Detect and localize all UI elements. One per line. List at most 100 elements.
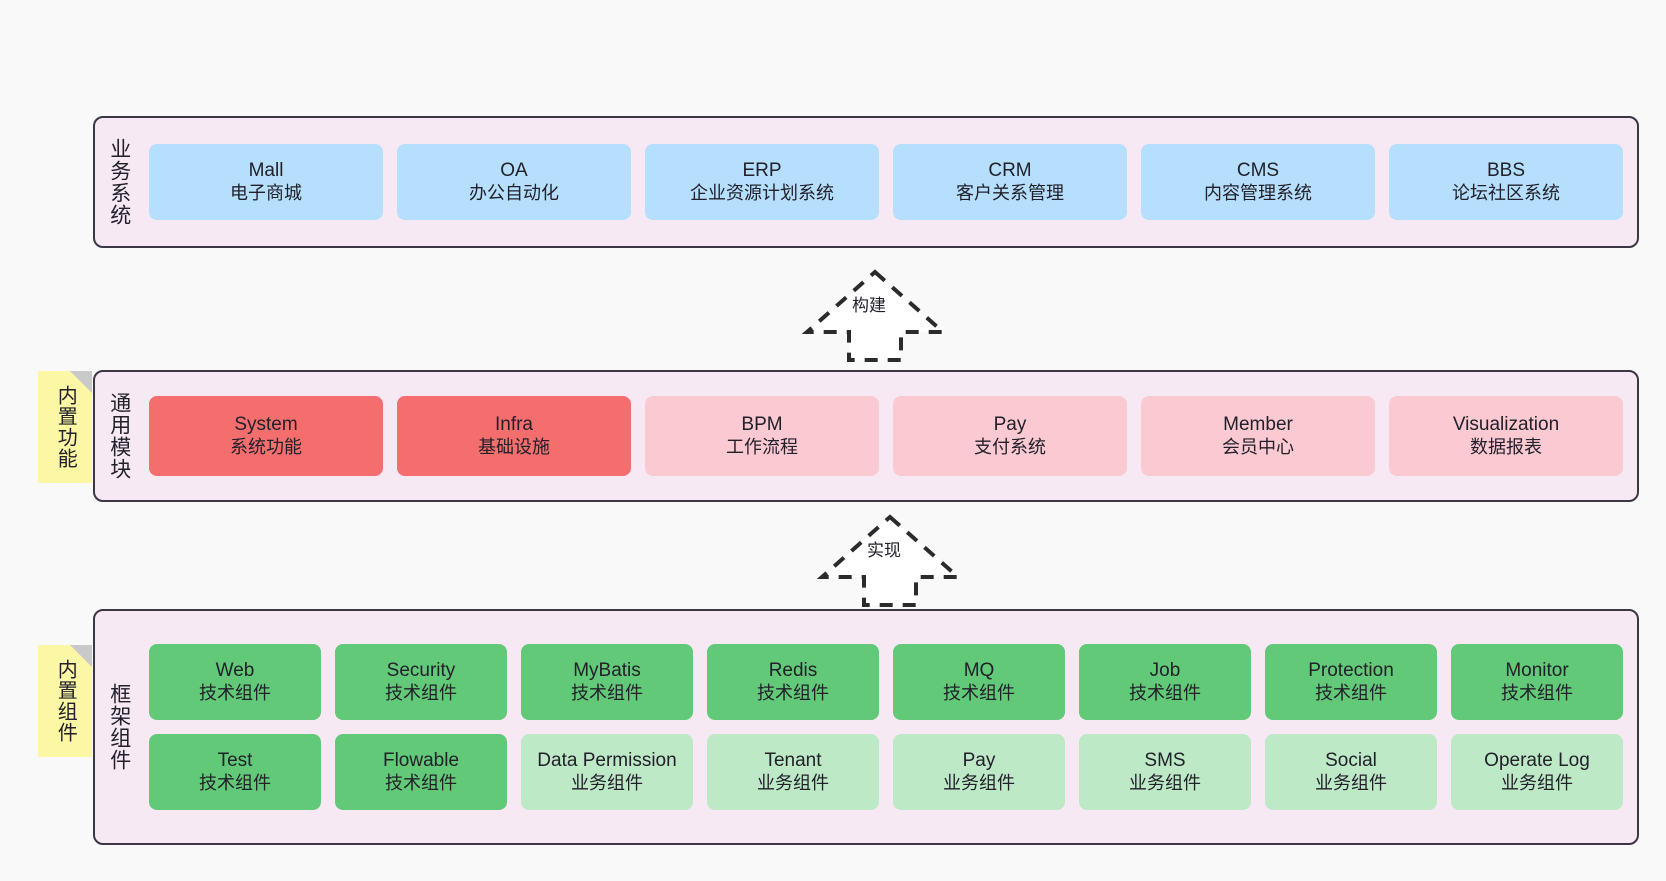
- framework-box-flowable[interactable]: Flowable 技术组件: [335, 734, 507, 810]
- box-en-label: Redis: [768, 660, 818, 682]
- business-box-oa[interactable]: OA 办公自动化: [397, 144, 631, 220]
- framework-box-social[interactable]: Social 业务组件: [1265, 734, 1437, 810]
- connector-build-label: 构建: [852, 296, 886, 315]
- box-en-label: Infra: [494, 414, 534, 436]
- layer-business-system: 业务系统 Mall 电子商城 OA 办公自动化 ERP 企业资源计划系统 CRM…: [93, 116, 1639, 248]
- box-en-label: Social: [1325, 750, 1377, 772]
- box-en-label: CRM: [988, 160, 1032, 182]
- framework-box-test[interactable]: Test 技术组件: [149, 734, 321, 810]
- business-box-erp[interactable]: ERP 企业资源计划系统: [645, 144, 879, 220]
- box-en-label: System: [234, 414, 298, 436]
- box-en-label: ERP: [742, 160, 782, 182]
- box-en-label: MQ: [963, 660, 995, 682]
- framework-box-redis[interactable]: Redis 技术组件: [707, 644, 879, 720]
- module-box-row: System 系统功能 Infra 基础设施 BPM 工作流程 Pay 支付系统…: [149, 396, 1623, 476]
- note-fold-icon: [70, 645, 92, 667]
- business-box-cms[interactable]: CMS 内容管理系统: [1141, 144, 1375, 220]
- box-en-label: Flowable: [382, 750, 460, 772]
- module-box-system[interactable]: System 系统功能: [149, 396, 383, 476]
- box-en-label: MyBatis: [573, 660, 641, 682]
- box-cn-label: 业务组件: [1129, 772, 1201, 793]
- layer-business-system-body: Mall 电子商城 OA 办公自动化 ERP 企业资源计划系统 CRM 客户关系…: [143, 118, 1637, 246]
- note-builtin-function: 内置功能: [38, 371, 92, 483]
- box-cn-label: 业务组件: [757, 772, 829, 793]
- box-en-label: Web: [215, 660, 255, 682]
- box-en-label: BPM: [741, 414, 783, 436]
- box-en-label: Member: [1223, 414, 1293, 436]
- framework-box-job[interactable]: Job 技术组件: [1079, 644, 1251, 720]
- box-en-label: Mall: [248, 160, 284, 182]
- box-cn-label: 数据报表: [1470, 436, 1542, 457]
- box-cn-label: 业务组件: [1501, 772, 1573, 793]
- framework-box-mq[interactable]: MQ 技术组件: [893, 644, 1065, 720]
- connector-build-arrow-icon: [800, 268, 950, 362]
- note-builtin-function-label: 内置功能: [54, 385, 77, 469]
- box-en-label: Job: [1149, 660, 1181, 682]
- layer-framework-components: 框架组件 Web 技术组件 Security 技术组件 MyBatis 技术组件…: [93, 609, 1639, 845]
- box-cn-label: 客户关系管理: [956, 182, 1064, 203]
- framework-box-operate-log[interactable]: Operate Log 业务组件: [1451, 734, 1623, 810]
- box-en-label: BBS: [1486, 160, 1526, 182]
- box-en-label: CMS: [1236, 160, 1280, 182]
- box-en-label: OA: [500, 160, 528, 182]
- framework-box-row-business: Test 技术组件 Flowable 技术组件 Data Permission …: [149, 734, 1623, 810]
- module-box-pay[interactable]: Pay 支付系统: [893, 396, 1127, 476]
- framework-box-security[interactable]: Security 技术组件: [335, 644, 507, 720]
- framework-box-pay[interactable]: Pay 业务组件: [893, 734, 1065, 810]
- module-box-visualization[interactable]: Visualization 数据报表: [1389, 396, 1623, 476]
- framework-box-row-tech: Web 技术组件 Security 技术组件 MyBatis 技术组件 Redi…: [149, 644, 1623, 720]
- box-cn-label: 技术组件: [1501, 682, 1573, 703]
- box-en-label: Monitor: [1505, 660, 1569, 682]
- module-box-bpm[interactable]: BPM 工作流程: [645, 396, 879, 476]
- box-cn-label: 办公自动化: [469, 182, 559, 203]
- layer-framework-components-title: 框架组件: [107, 683, 131, 771]
- box-en-label: Operate Log: [1484, 750, 1590, 772]
- box-cn-label: 企业资源计划系统: [690, 182, 834, 203]
- box-en-label: Tenant: [764, 750, 822, 772]
- connector-implement-label: 实现: [867, 541, 901, 560]
- box-cn-label: 系统功能: [230, 436, 302, 457]
- business-box-mall[interactable]: Mall 电子商城: [149, 144, 383, 220]
- framework-box-tenant[interactable]: Tenant 业务组件: [707, 734, 879, 810]
- framework-box-data-permission[interactable]: Data Permission 业务组件: [521, 734, 693, 810]
- box-cn-label: 内容管理系统: [1204, 182, 1312, 203]
- box-en-label: SMS: [1144, 750, 1186, 772]
- framework-box-monitor[interactable]: Monitor 技术组件: [1451, 644, 1623, 720]
- box-en-label: Test: [217, 750, 253, 772]
- framework-box-protection[interactable]: Protection 技术组件: [1265, 644, 1437, 720]
- connector-implement-arrow-icon: [815, 513, 965, 607]
- box-en-label: Data Permission: [537, 750, 677, 772]
- box-en-label: Pay: [993, 414, 1027, 436]
- framework-box-sms[interactable]: SMS 业务组件: [1079, 734, 1251, 810]
- framework-box-web[interactable]: Web 技术组件: [149, 644, 321, 720]
- note-builtin-component-label: 内置组件: [54, 659, 77, 743]
- box-en-label: Protection: [1308, 660, 1394, 682]
- layer-common-modules-title: 通用模块: [107, 392, 131, 480]
- box-cn-label: 技术组件: [199, 772, 271, 793]
- box-cn-label: 业务组件: [571, 772, 643, 793]
- box-cn-label: 论坛社区系统: [1452, 182, 1560, 203]
- layer-framework-components-body: Web 技术组件 Security 技术组件 MyBatis 技术组件 Redi…: [143, 611, 1637, 843]
- box-cn-label: 基础设施: [478, 436, 550, 457]
- box-en-label: Pay: [962, 750, 996, 772]
- box-cn-label: 技术组件: [943, 682, 1015, 703]
- box-cn-label: 技术组件: [1129, 682, 1201, 703]
- box-cn-label: 业务组件: [1315, 772, 1387, 793]
- module-box-member[interactable]: Member 会员中心: [1141, 396, 1375, 476]
- box-en-label: Visualization: [1452, 414, 1560, 436]
- box-cn-label: 工作流程: [726, 436, 798, 457]
- note-builtin-component: 内置组件: [38, 645, 92, 757]
- box-cn-label: 电子商城: [230, 182, 302, 203]
- box-cn-label: 会员中心: [1222, 436, 1294, 457]
- module-box-infra[interactable]: Infra 基础设施: [397, 396, 631, 476]
- box-cn-label: 技术组件: [199, 682, 271, 703]
- business-box-bbs[interactable]: BBS 论坛社区系统: [1389, 144, 1623, 220]
- box-cn-label: 支付系统: [974, 436, 1046, 457]
- business-box-crm[interactable]: CRM 客户关系管理: [893, 144, 1127, 220]
- box-cn-label: 技术组件: [1315, 682, 1387, 703]
- box-cn-label: 技术组件: [385, 682, 457, 703]
- box-cn-label: 技术组件: [385, 772, 457, 793]
- layer-business-system-title: 业务系统: [107, 138, 131, 226]
- framework-box-mybatis[interactable]: MyBatis 技术组件: [521, 644, 693, 720]
